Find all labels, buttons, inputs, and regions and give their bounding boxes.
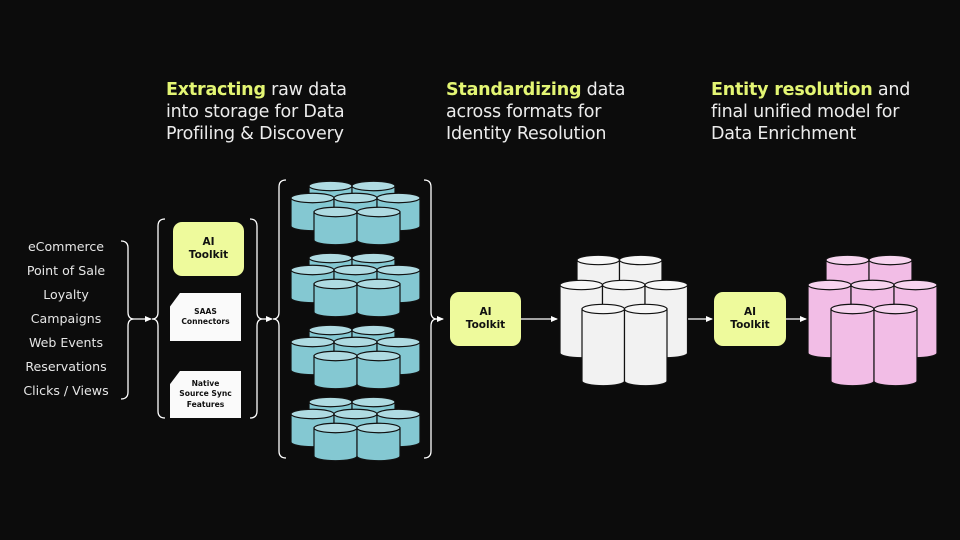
source-item: eCommerce [27, 239, 105, 254]
stage-heading-standardizing: Standardizing data across formats for Id… [446, 80, 626, 144]
stage-highlight: Entity resolution [711, 80, 873, 100]
raw-storage-cylinder [313, 206, 358, 246]
raw-storage-cylinder [356, 422, 401, 462]
standardized-cylinder [581, 303, 626, 387]
source-item: Point of Sale [26, 263, 106, 278]
raw-storage-cylinder [356, 278, 401, 318]
brace-ingestion-right [249, 218, 264, 419]
source-item: Web Events [28, 335, 104, 350]
brace-storage-left [272, 179, 287, 459]
brace-sources [120, 240, 135, 400]
stage-highlight: Extracting [166, 80, 266, 100]
source-item: Reservations [25, 359, 107, 374]
ai-toolkit-ingestion: AI Toolkit [173, 222, 244, 276]
unified-cylinder [830, 303, 875, 387]
raw-storage-cylinder [356, 350, 401, 390]
saas-connectors-card: SAAS Connectors [170, 293, 241, 341]
brace-storage-right [423, 179, 438, 459]
stage-heading-entity-resolution: Entity resolution and final unified mode… [711, 80, 911, 144]
ai-toolkit-standardizing: AI Toolkit [450, 292, 521, 346]
standardized-cylinder [623, 303, 668, 387]
source-item: Clicks / Views [23, 383, 109, 398]
native-source-sync-card: Native Source Sync Features [170, 371, 241, 418]
raw-storage-cylinder [313, 278, 358, 318]
ai-toolkit-entity-resolution: AI Toolkit [714, 292, 786, 346]
raw-storage-cylinder [313, 422, 358, 462]
unified-cylinder [873, 303, 918, 387]
source-item: Campaigns [30, 311, 102, 326]
source-item: Loyalty [43, 287, 89, 302]
stage-highlight: Standardizing [446, 80, 582, 100]
data-sources-list: eCommerce Point of Sale Loyalty Campaign… [14, 238, 118, 406]
raw-storage-cylinder [313, 350, 358, 390]
brace-ingestion-left [151, 218, 166, 419]
raw-storage-cylinder [356, 206, 401, 246]
stage-heading-extracting: Extracting raw data into storage for Dat… [166, 80, 347, 144]
